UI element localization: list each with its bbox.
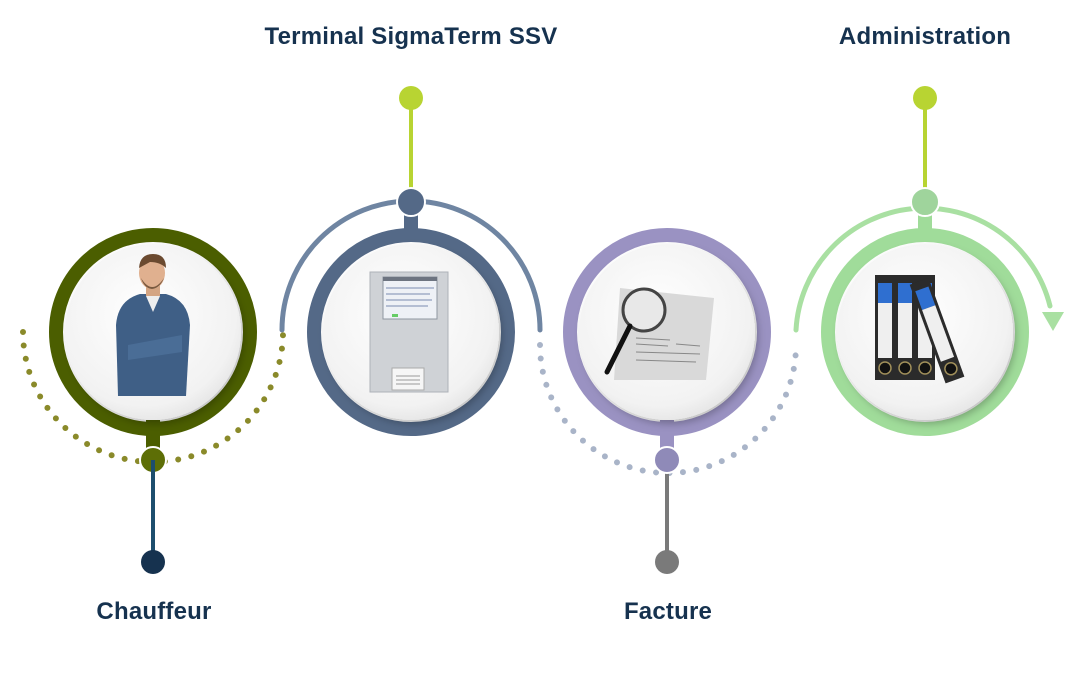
arrow-head-icon (1042, 312, 1064, 331)
terminal-label: Terminal SigmaTerm SSV (264, 23, 558, 50)
step-terminal (307, 187, 515, 436)
step-administration (821, 187, 1029, 436)
driver-photo-icon (116, 254, 190, 396)
terminal-knot (396, 187, 426, 217)
chauffeur-pin (141, 550, 165, 574)
facture-label: Facture (623, 598, 713, 625)
administration-label: Administration (838, 23, 1012, 50)
step-facture (563, 228, 771, 474)
administration-pin (913, 86, 937, 110)
terminal-photo-icon (369, 271, 449, 393)
facture-knot (653, 446, 681, 474)
invoice-magnifier-icon (604, 287, 714, 380)
terminal-pin (399, 86, 423, 110)
chauffeur-label: Chauffeur (96, 598, 212, 625)
binders-icon (875, 275, 965, 384)
step-chauffeur (49, 228, 257, 474)
administration-knot (910, 187, 940, 217)
facture-pin (655, 550, 679, 574)
